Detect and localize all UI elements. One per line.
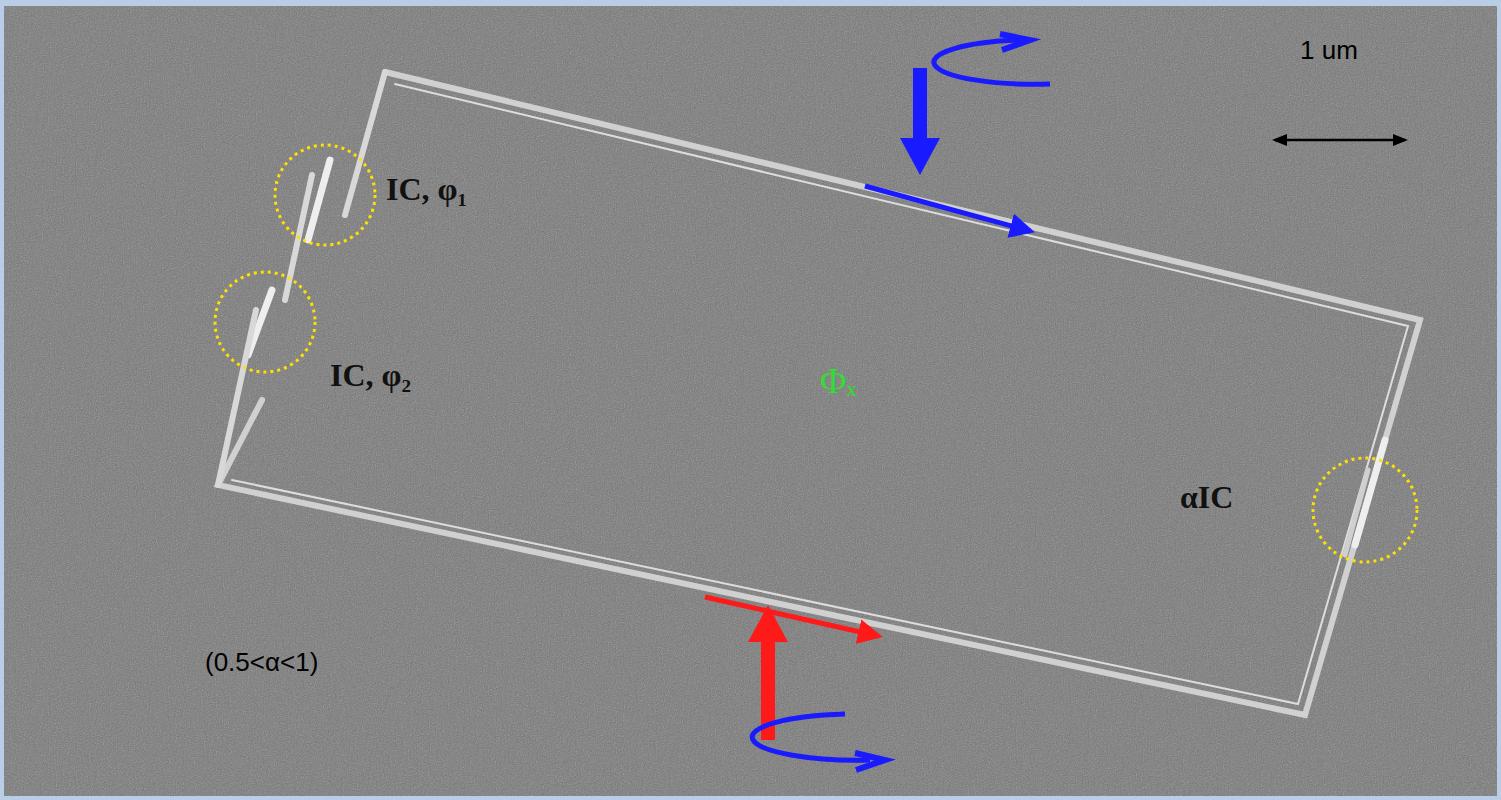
current-arrow-top [865, 34, 1050, 231]
scale-label: 1 um [1300, 36, 1358, 65]
current-arrow-bottom [705, 597, 885, 770]
junction-label: IC, φ₂ [330, 358, 411, 393]
loop [218, 72, 1420, 715]
sem-noise [4, 6, 1497, 796]
flux-label: Φₓ [820, 362, 857, 402]
alpha-range-note: (0.5<α<1) [205, 648, 318, 677]
junction-label: IC, φ₁ [386, 172, 467, 207]
junction-marker [215, 145, 1417, 562]
junction-label: αIC [1180, 480, 1233, 515]
sem-ground [4, 6, 1497, 796]
scale-bar [1275, 139, 1405, 142]
